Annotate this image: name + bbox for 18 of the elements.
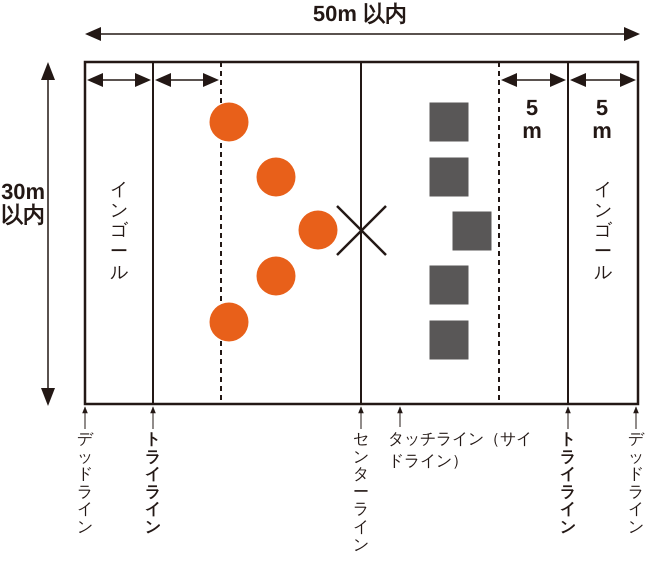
line-label: トライライン (560, 430, 576, 536)
leader-line (82, 406, 88, 430)
leader-line (150, 406, 156, 430)
dimension-label: 5 m (591, 96, 613, 142)
dimension-label: 5 m (521, 96, 543, 142)
leader-line (633, 406, 639, 430)
leader-line (358, 406, 364, 430)
dimension-label: 50m 以内 (312, 2, 408, 26)
line-label: タッチライン（サイドライン） (388, 428, 538, 473)
leader-line (565, 406, 571, 430)
line-label: センターライン (353, 430, 369, 554)
in-goal-label: インゴール (594, 180, 612, 284)
in-goal-label: インゴール (110, 180, 128, 284)
line-label: デッドライン (628, 430, 644, 536)
line-label: デッドライン (77, 430, 93, 536)
leader-line (397, 406, 403, 428)
dimension-label: 30m 以内 (0, 180, 46, 226)
line-label: トライライン (145, 430, 161, 536)
